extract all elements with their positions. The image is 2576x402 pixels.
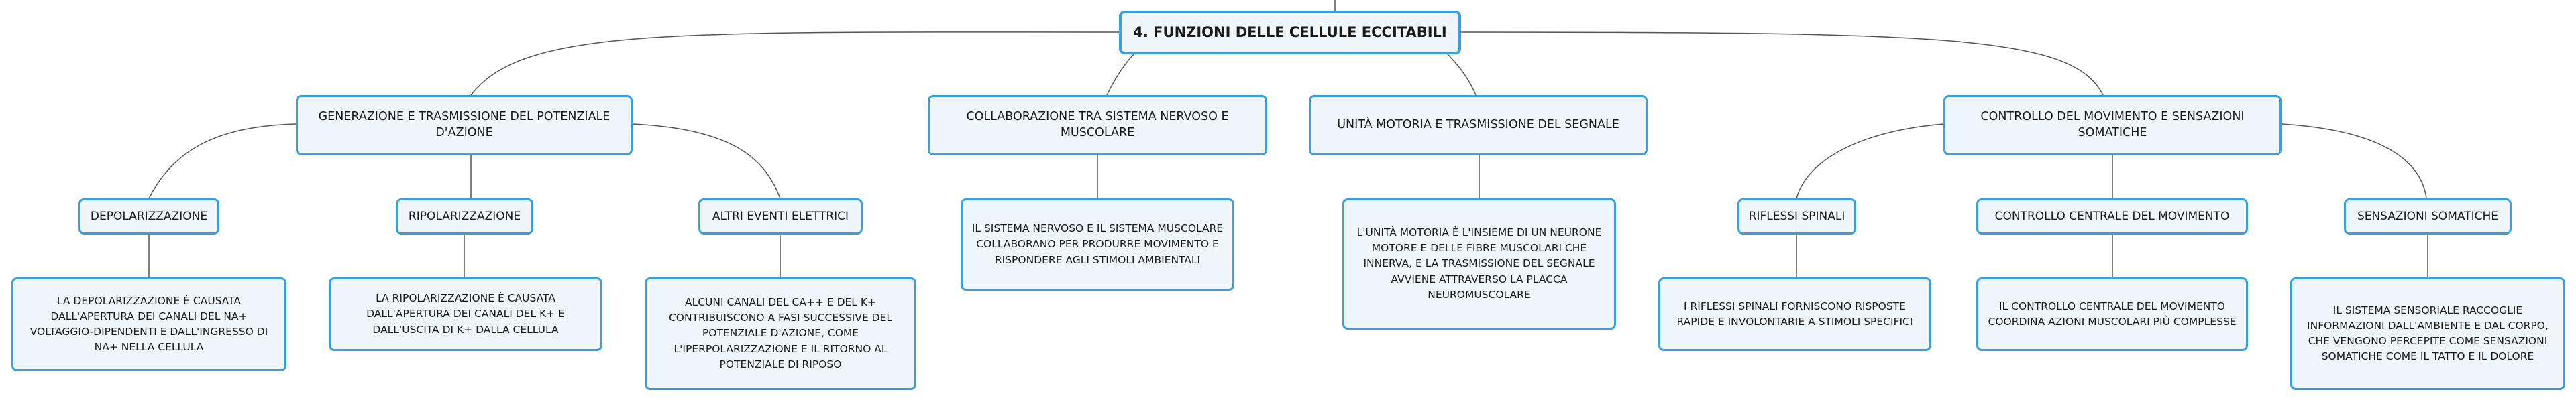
- detail-node-altri-eventi[interactable]: ALCUNI CANALI DEL CA++ E DEL K+ CONTRIBU…: [645, 277, 916, 390]
- connector-branch-1-child-3: [632, 123, 781, 199]
- detail-node-depolarizzazione[interactable]: LA DEPOLARIZZAZIONE È CAUSATA DALL'APERT…: [11, 277, 286, 371]
- detail-node-sensazioni-somatiche[interactable]: IL SISTEMA SENSORIALE RACCOGLIE INFORMAZ…: [2290, 277, 2565, 390]
- branch-node-potenziale-azione[interactable]: GENERAZIONE E TRASMISSIONE DEL POTENZIAL…: [296, 95, 633, 155]
- branch-node-controllo-movimento[interactable]: CONTROLLO DEL MOVIMENTO E SENSAZIONI SOM…: [1943, 95, 2282, 155]
- detail-node-controllo-centrale[interactable]: IL CONTROLLO CENTRALE DEL MOVIMENTO COOR…: [1976, 277, 2248, 351]
- branch-node-collaborazione[interactable]: COLLABORAZIONE TRA SISTEMA NERVOSO E MUS…: [928, 95, 1267, 155]
- connector-root-branch-2: [1106, 54, 1134, 96]
- connector-branch-4-child-3: [2281, 123, 2427, 199]
- child-node-controllo-centrale[interactable]: CONTROLLO CENTRALE DEL MOVIMENTO: [1976, 198, 2248, 234]
- connector-root-branch-1: [470, 31, 1120, 96]
- child-node-riflessi-spinali[interactable]: RIFLESSI SPINALI: [1737, 198, 1856, 234]
- root-node[interactable]: 4. FUNZIONI DELLE CELLULE ECCITABILI: [1119, 11, 1461, 54]
- detail-node-collaborazione[interactable]: IL SISTEMA NERVOSO E IL SISTEMA MUSCOLAR…: [961, 198, 1234, 291]
- child-node-ripolarizzazione[interactable]: RIPOLARIZZAZIONE: [396, 198, 533, 234]
- child-node-depolarizzazione[interactable]: DEPOLARIZZAZIONE: [78, 198, 219, 234]
- child-node-altri-eventi[interactable]: ALTRI EVENTI ELETTRICI: [698, 198, 863, 234]
- connector-root-branch-3: [1447, 54, 1477, 96]
- child-node-sensazioni-somatiche[interactable]: SENSAZIONI SOMATICHE: [2344, 198, 2512, 234]
- connector-branch-4-child-1: [1796, 123, 1944, 199]
- branch-node-unita-motoria[interactable]: UNITÀ MOTORIA E TRASMISSIONE DEL SEGNALE: [1309, 95, 1648, 155]
- detail-node-unita-motoria[interactable]: L'UNITÀ MOTORIA È L'INSIEME DI UN NEURON…: [1342, 198, 1616, 330]
- connector-root-branch-4: [1460, 31, 2104, 96]
- detail-node-riflessi-spinali[interactable]: I RIFLESSI SPINALI FORNISCONO RISPOSTE R…: [1658, 277, 1931, 351]
- connector-branch-1-child-1: [148, 123, 297, 199]
- detail-node-ripolarizzazione[interactable]: LA RIPOLARIZZAZIONE È CAUSATA DALL'APERT…: [329, 277, 602, 351]
